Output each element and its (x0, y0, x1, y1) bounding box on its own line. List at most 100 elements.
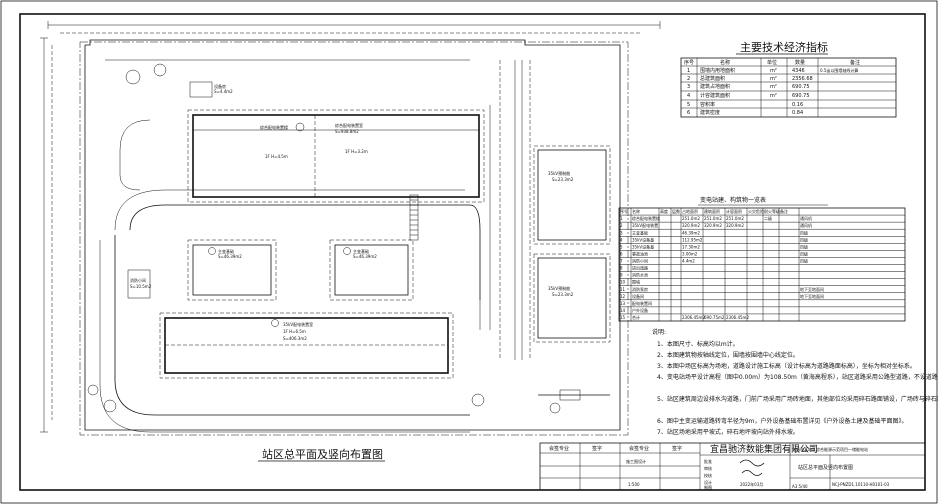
build-table-cell: 15 (620, 315, 626, 320)
econ-cell: m² (770, 84, 777, 90)
right2-area: S=23.3m2 (552, 292, 574, 297)
build-table-cell: 四级 (800, 236, 808, 242)
build-table-cell: 9 (620, 273, 623, 278)
gate (538, 389, 610, 401)
build-table-cell: 消防泵房 (632, 286, 648, 292)
small-top-label: 设备房 (214, 83, 226, 89)
build-table-cell: 3.00m2 (682, 251, 698, 256)
note-2: 2、本图建筑物按轴线定位，围墙按围墙中心线定位。 (657, 351, 799, 359)
left-dimensions (40, 37, 53, 433)
econ-cell: 690.75 (792, 84, 810, 90)
build-table-cell: 配电装置间 (632, 300, 652, 306)
signature-2 (741, 470, 763, 476)
right-container-2: 35kV预制舱 S=23.3m2 (533, 253, 611, 343)
drawing-date: 2022年03月 (740, 481, 763, 487)
build-table-cell: 17.30m2 (682, 244, 700, 249)
vent-strip (409, 194, 419, 241)
econ-cell: 4 (687, 93, 690, 99)
build-table-cell: 14 (620, 308, 626, 313)
econ-header-3: 数量 (795, 59, 805, 66)
build-table-cell: 通风机 (800, 215, 812, 221)
econ-cell: 建筑密度 (700, 109, 720, 116)
pump-area: S=10.5m2 (130, 284, 152, 289)
econ-header-1: 名称 (720, 59, 730, 66)
signature-1 (739, 459, 765, 467)
design-phase: 施工图设计 (626, 458, 646, 464)
transformer-1: 主变基础 S=46.39m2 (187, 239, 277, 301)
econ-cell: 4346 (792, 68, 805, 74)
build-table-header: 高度 (660, 208, 668, 214)
econ-cell: 容积率 (700, 101, 715, 108)
note-4: 4、变电站场平设计高程（图中0.00m）为108.50m（黄海高程系），站区道路… (657, 373, 938, 381)
build-table-cell: 四级 (800, 243, 808, 249)
build-table-header: 名称 (632, 208, 640, 214)
econ-cell: 总建筑面积 (700, 75, 725, 82)
build-table-cell: 四级 (800, 258, 808, 264)
small-top-area: S=4.4m2 (214, 89, 233, 94)
build-table-cell: 251.0m2 (682, 216, 700, 221)
main-building-label-a: 综合配电装置楼 (260, 124, 288, 130)
build-table-cell: 四级 (800, 229, 808, 235)
top-dimensions (47, 21, 661, 34)
build-table-cell: 13 (620, 301, 626, 306)
note-3: 3、本图中场区标高为场地，道路设计施工标高（设计标高为道路路面标高），坐标为相对… (657, 362, 916, 370)
build-table-cell: 四级 (800, 250, 808, 256)
build-table-cell: 设备间 (632, 293, 644, 299)
pump-room: 消防小间 S=10.5m2 (127, 269, 152, 299)
build-table-cell: 8 (620, 266, 623, 271)
econ-header-2: 单位 (767, 59, 777, 66)
main-building-area: S=938.8m2 (335, 129, 359, 134)
tb-header-0: 会签专业 (549, 445, 569, 452)
sheet-number: NCJ-PNZD1.10110-H0101-03 (832, 482, 890, 487)
build-table-header: 建筑面积 (704, 208, 720, 214)
build-table-cell: 围墙 (632, 279, 640, 285)
build-table-cell: 6 (620, 251, 623, 256)
build-table-cell: 11 (620, 287, 626, 292)
econ-cell: 1 (687, 68, 690, 74)
build-table-cell: 35kV设备基 (632, 236, 654, 242)
build-table-header: 耐火等级 (764, 208, 780, 214)
seal-text: A3 5/40 (792, 484, 808, 489)
build-table-cell: 251.0m2 (704, 216, 722, 221)
build-table-cell: 35kV设备基 (632, 243, 654, 249)
econ-cell: 0.16 (792, 102, 803, 108)
build-table-cell: 二级 (764, 215, 772, 221)
econ-cell: 3 (687, 84, 690, 90)
build-table-header: 层数 (672, 208, 680, 214)
site-wall (79, 39, 629, 436)
econ-cell: 6 (687, 110, 690, 116)
econ-cell: 计容建筑面积 (700, 92, 730, 99)
pump-label: 消防小间 (130, 277, 146, 283)
right-container-1: 35kV预制舱 S=23.3m2 (533, 145, 611, 245)
econ-cell: 建筑占地面积 (700, 83, 730, 90)
project-name: 宜昌市某地区综合能源示范项目—储能电站 (792, 446, 868, 452)
role-approve: 批准 (704, 458, 712, 464)
note-5: 5、站区建筑周边设排水沟道路，门前广场采用广场砖地面，其他部位均采用碎石路面铺设… (657, 395, 938, 403)
tb-header-3: 签字 (672, 445, 682, 452)
build-table-cell: 690.75m2 (704, 315, 725, 320)
notes-heading: 说明: (652, 328, 666, 336)
econ-cell: 0.5亩以围墙轴线计算 (820, 67, 858, 73)
build-table-cell: 12 (620, 294, 626, 299)
build-table-cell: 46.39m2 (682, 230, 700, 235)
main-building-label-b: 综合配电装置室 (335, 122, 363, 128)
company-name: 宜昌驰济数能集团有限公司 (710, 443, 818, 455)
tb-header-1: 签字 (592, 445, 602, 452)
note-6: 6、图中主变运输道路转弯半径为9m，户外设备基础布置详见《户外设备土建及基础平面… (657, 417, 907, 425)
role-design: 设计 (704, 479, 712, 485)
build-table-cell: 320.9m2 (704, 223, 722, 228)
role-review: 审核 (704, 465, 712, 471)
build-table-cell: 通风机 (800, 222, 812, 228)
building-gis: 35kV配电装置室 1F H=6.5m S=406.3m2 (159, 312, 454, 379)
build-table-cell: 4.4m2 (682, 259, 695, 264)
building-main: 综合配电装置楼 综合配电装置室 S=938.8m2 1F H=4.5m 1F H… (187, 109, 485, 203)
notes: 说明: 1、本图尺寸、标高均以m计。 2、本图建筑物按轴线定位，围墙按围墙中心线… (652, 328, 938, 436)
build-table-cell: 地下至地面间 (800, 293, 824, 299)
build-table-cell: 7 (620, 259, 623, 264)
right1-label: 35kV预制舱 (548, 170, 570, 176)
transformer1-area: S=46.39m2 (218, 254, 242, 259)
transformer2-label: 主变基础 (353, 248, 369, 254)
right2-label: 35kV预制舱 (548, 285, 570, 291)
econ-table-title: 主要技术经济指标 (740, 40, 828, 54)
build-table-cell: 3 (620, 230, 623, 235)
